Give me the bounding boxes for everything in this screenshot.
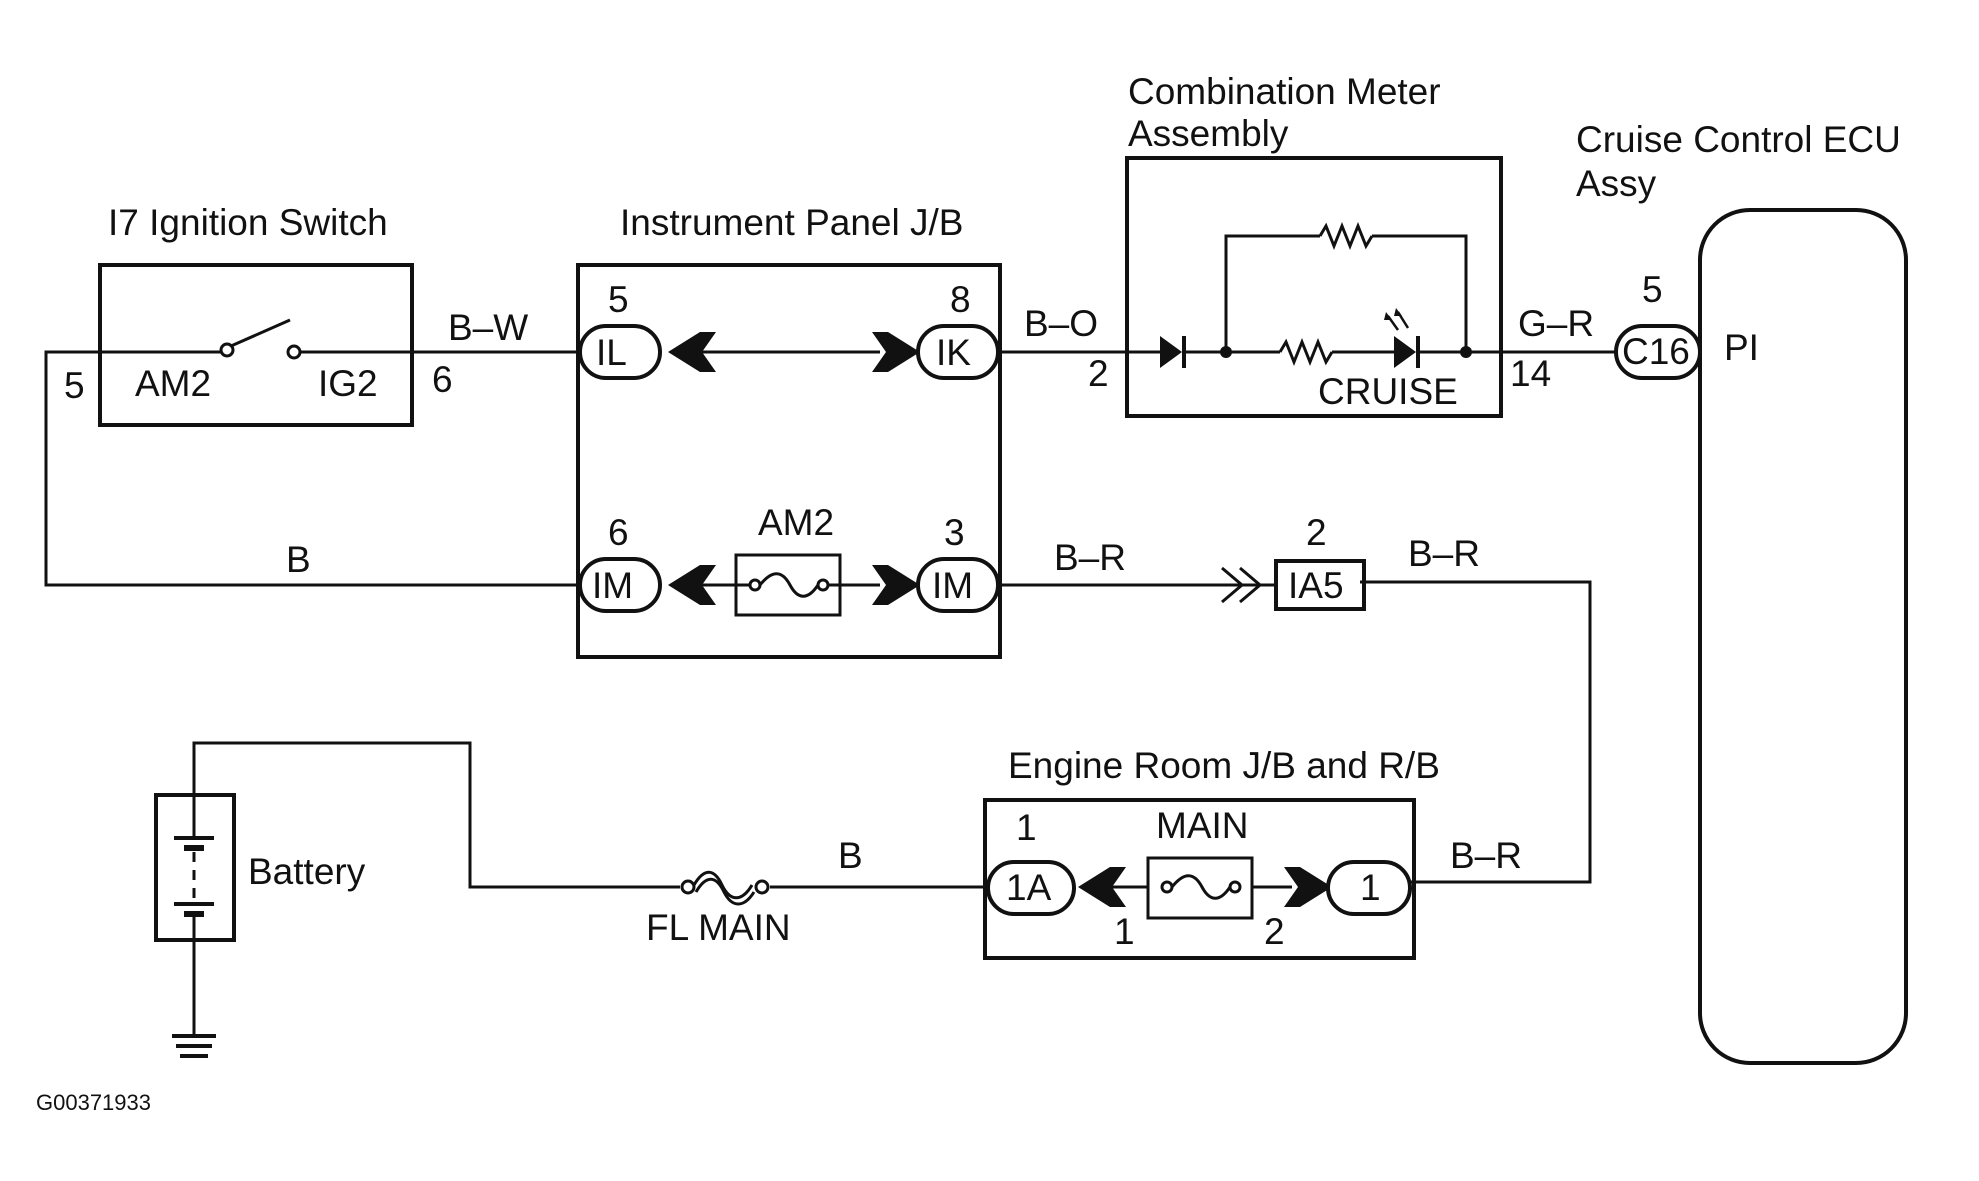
combination-meter-title-1: Combination Meter <box>1128 71 1441 112</box>
switch-lever <box>230 318 291 348</box>
wire-b-bottom <box>192 741 680 889</box>
cruise-control-ecu: Cruise Control ECU Assy 5 C16 PI <box>1576 119 1908 1065</box>
am2-fuse-dot-right <box>816 578 830 592</box>
connector-im-left-label: IM <box>592 565 633 606</box>
arrow-left-engine <box>1078 867 1126 907</box>
resistor-upper-icon <box>1318 221 1374 251</box>
connector-ik <box>916 324 1000 380</box>
cruise-led-icon <box>1394 336 1416 368</box>
ecu-title-1: Cruise Control ECU <box>1576 119 1901 160</box>
connector-c16 <box>1614 324 1702 380</box>
meter-pin-2: 2 <box>1088 353 1109 394</box>
arrow-right-engine <box>1284 867 1332 907</box>
engine-room-box <box>983 798 1416 960</box>
ecu-pin-5: 5 <box>1642 269 1663 310</box>
fl-dot-right <box>754 879 770 895</box>
wire-label-b-bottom: B <box>838 835 863 876</box>
main-fuse-label: MAIN <box>1156 805 1249 846</box>
junction-ia5: 2 IA5 <box>1221 512 1366 611</box>
wire-b-r-2 <box>1360 580 1592 884</box>
connector-1 <box>1326 860 1412 916</box>
ignition-switch-title: I7 Ignition Switch <box>108 202 388 243</box>
figure-code: G00371933 <box>36 1090 151 1115</box>
switch-contact-left <box>219 342 235 358</box>
diode-icon <box>1160 336 1182 368</box>
led-ray-tip-1 <box>1384 312 1392 320</box>
engine-room-pin-1-bottom: 1 <box>1114 911 1135 952</box>
wire-label-bw: B–W <box>448 307 528 348</box>
wire-b-left-loop <box>44 350 578 587</box>
im-left-pin: 6 <box>608 512 629 553</box>
meter-upper-branch-right <box>1372 234 1468 352</box>
connector-il <box>578 324 662 380</box>
engine-room-pin-2-bottom: 2 <box>1264 911 1285 952</box>
meter-upper-branch <box>1224 234 1320 352</box>
wire-label-br-1: B–R <box>1054 537 1126 578</box>
connector-im-left <box>578 557 662 613</box>
engine-room-title: Engine Room J/B and R/B <box>1008 745 1440 786</box>
led-ray-tip-2 <box>1394 308 1402 316</box>
main-fuse-dot-left <box>1160 880 1174 894</box>
ecu-box <box>1698 208 1908 1065</box>
instrument-panel-box <box>576 263 1002 659</box>
meter-pin-14: 14 <box>1510 353 1551 394</box>
instrument-panel-title: Instrument Panel J/B <box>620 202 963 243</box>
combination-meter-title-2: Assembly <box>1128 113 1289 154</box>
main-fuse-dot-right <box>1228 880 1242 894</box>
wire-labels: B–W B–O G–R B B–R B–R B–R B <box>286 303 1594 876</box>
fl-main-icon <box>692 870 756 906</box>
fusible-link: FL MAIN <box>646 870 791 948</box>
am2-fuse-element <box>758 572 820 598</box>
instrument-panel-jb: Instrument Panel J/B 5 IL 8 IK 6 IM AM2 … <box>576 202 1002 659</box>
ecu-title-2: Assy <box>1576 163 1657 204</box>
connector-1-label: 1 <box>1360 867 1381 908</box>
ia5-pin: 2 <box>1306 512 1327 553</box>
wire-label-bo: B–O <box>1024 303 1098 344</box>
main-fuse-element <box>1170 874 1232 900</box>
combination-meter-box <box>1125 156 1503 418</box>
battery: Battery <box>154 793 366 1058</box>
arrow-right-bottom <box>872 565 920 605</box>
wire-label-br-3: B–R <box>1450 835 1522 876</box>
ecu-pi-label: PI <box>1724 327 1759 368</box>
fl-main-label: FL MAIN <box>646 907 791 948</box>
ik-pin: 8 <box>950 279 971 320</box>
connector-im-right-label: IM <box>932 565 973 606</box>
wire-label-br-2: B–R <box>1408 533 1480 574</box>
arrow-right-top <box>872 332 920 372</box>
im-right-pin: 3 <box>944 512 965 553</box>
il-pin: 5 <box>608 279 629 320</box>
fl-dot-left <box>680 879 696 895</box>
ia5-arrow-1 <box>1221 566 1245 604</box>
connector-1a <box>986 860 1076 916</box>
connector-c16-label: C16 <box>1622 331 1690 372</box>
ia5-box <box>1274 559 1366 611</box>
ignition-switch: I7 Ignition Switch 5 AM2 IG2 6 <box>64 202 453 427</box>
cruise-label: CRUISE <box>1318 371 1458 412</box>
engine-room-jb: Engine Room J/B and R/B 1 1A MAIN 1 1 2 <box>983 745 1440 960</box>
am2-fuse-label: AM2 <box>758 502 834 543</box>
wire-label-gr: G–R <box>1518 303 1594 344</box>
ignition-ig2-label: IG2 <box>318 363 378 404</box>
ignition-pin-5: 5 <box>64 365 85 406</box>
ia5-label: IA5 <box>1288 565 1344 606</box>
wires <box>44 350 1616 1036</box>
am2-fuse-dot-left <box>748 578 762 592</box>
connector-ik-label: IK <box>936 332 971 373</box>
connector-1a-label: 1A <box>1006 867 1052 908</box>
ignition-pin-6: 6 <box>432 359 453 400</box>
arrow-left-bottom <box>668 565 716 605</box>
connector-il-label: IL <box>596 332 627 373</box>
switch-contact-right <box>286 344 302 360</box>
resistor-lower-icon <box>1278 337 1334 367</box>
arrow-left-top <box>668 332 716 372</box>
connector-im-right <box>916 557 1000 613</box>
ignition-am2-label: AM2 <box>135 363 211 404</box>
combination-meter: Combination Meter Assembly 2 14 CRUISE <box>1088 71 1551 418</box>
ignition-switch-box <box>98 263 414 427</box>
wire-label-b-top: B <box>286 539 311 580</box>
engine-room-pin-1-top: 1 <box>1016 807 1037 848</box>
battery-label: Battery <box>248 851 366 892</box>
